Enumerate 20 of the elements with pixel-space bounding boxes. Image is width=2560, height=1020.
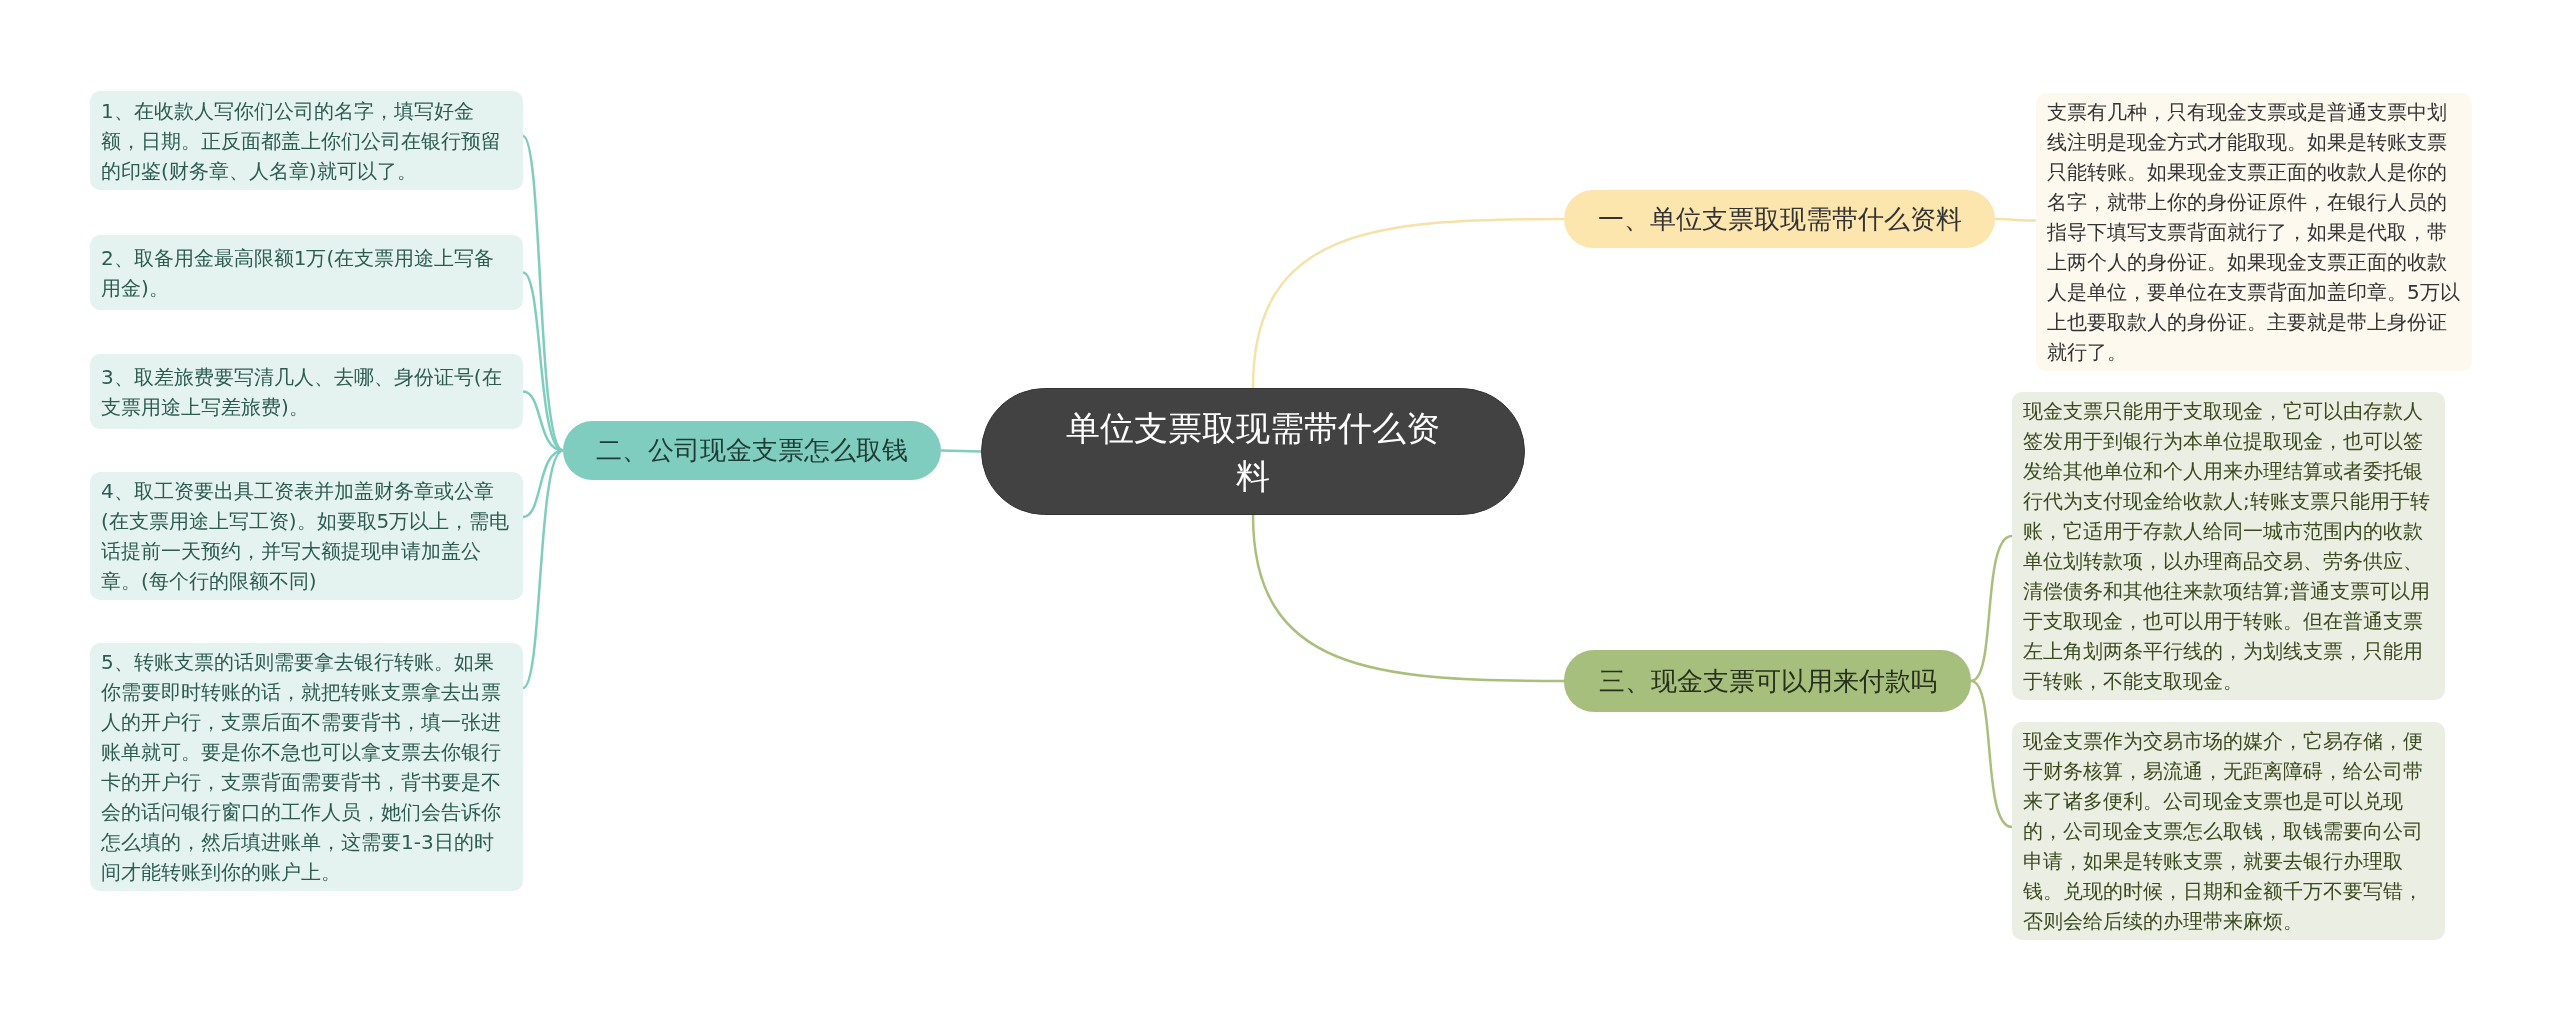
connector-line (940, 449, 982, 453)
note-box: 4、取工资要出具工资表并加盖财务章或公章(在支票用途上写工资)。如要取5万以上，需电话提前一天预约，并写大额提现申请加盖公章。(每个行的限额不同) (90, 472, 523, 600)
connector-line (1970, 679, 2013, 829)
connector-line (1251, 514, 1564, 683)
note-box: 支票有几种，只有现金支票或是普通支票中划线注明是现金方式才能取现。如果是转账支票只能转账。如果现金支票正面的收款人是你的名字，就带上你的身份证原件，在银行人员的指导下填写支票背面就行了，如果是代取，带上两个人的身份证。如果现金支票正面的收款人是单位，要单位在支票背面加盖印章。5万以上也要取款人的身份证。主要就是带上身份证就行了。 (2036, 93, 2472, 371)
topic-pill: 二、公司现金支票怎么取钱 (563, 421, 941, 480)
connector-line (1251, 217, 1564, 389)
central-topic: 单位支票取现需带什么资料 (981, 388, 1525, 515)
note-box: 现金支票作为交易市场的媒介，它易存储，便于财务核算，易流通，无距离障碍，给公司带来了诸多便利。公司现金支票也是可以兑现的，公司现金支票怎么取钱，取钱需要向公司申请，如果是转账支票，就要去银行办理取钱。兑现的时候，日期和金额千万不要写错，否则会给后续的办理带来麻烦。 (2012, 722, 2445, 940)
note-box: 现金支票只能用于支取现金，它可以由存款人签发用于到银行为本单位提取现金，也可以签发给其他单位和个人用来办理结算或者委托银行代为支付现金给收款人;转账支票只能用于转账，它适用于存款人给同一城市范围内的收款单位划转款项，以办理商品交易、劳务供应、清偿债务和其他往来款项结算;普通支票可以用于支取现金，也可以用于转账。但在普通支票左上角划两条平行线的，为划线支票，只能用于转账，不能支取现金。 (2012, 392, 2445, 700)
note-box: 1、在收款人写你们公司的名字，填写好金额，日期。正反面都盖上你们公司在银行预留的印鉴(财务章、人名章)就可以了。 (90, 91, 523, 190)
connector-line (1970, 534, 2013, 683)
connector-line (522, 271, 564, 452)
note-box: 3、取差旅费要写清几人、去哪、身份证号(在支票用途上写差旅费)。 (90, 354, 523, 429)
note-box: 2、取备用金最高限额1万(在支票用途上写备用金)。 (90, 235, 523, 310)
connector-line (522, 449, 564, 689)
connector-line (1995, 217, 2036, 222)
topic-pill: 三、现金支票可以用来付款吗 (1564, 650, 1971, 712)
note-box: 5、转账支票的话则需要拿去银行转账。如果你需要即时转账的话，就把转账支票拿去出票人的开户行，支票后面不需要背书，填一张进账单就可。要是你不急也可以拿支票去你银行卡的开户行，支票背面需要背书，背书要是不会的话问银行窗口的工作人员，她们会告诉你怎么填的，然后填进账单，这需要1-3日的时间才能转账到你的账户上。 (90, 643, 523, 891)
topic-pill: 一、单位支票取现需带什么资料 (1564, 190, 1995, 248)
